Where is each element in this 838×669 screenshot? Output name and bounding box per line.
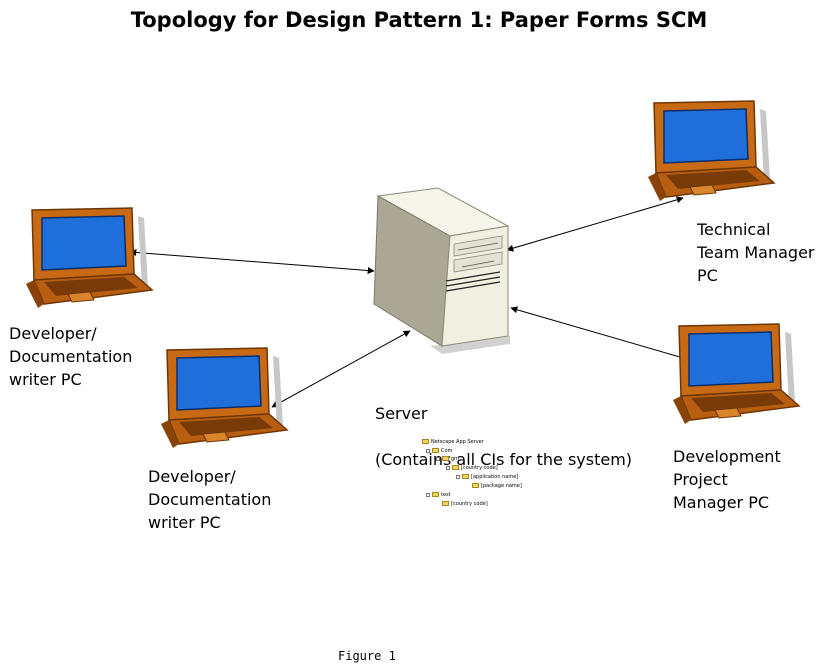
tree-item: [country code] xyxy=(442,500,488,507)
folder-icon xyxy=(462,474,469,479)
figure-caption: Figure 1 xyxy=(338,649,396,663)
folder-icon xyxy=(452,465,459,470)
tree-item: test xyxy=(426,491,451,498)
server-tower-icon xyxy=(373,187,510,354)
label-tech-manager: Technical Team Manager PC xyxy=(697,220,815,285)
expand-icon xyxy=(436,456,440,461)
server-description: (Contains all CIs for the system) xyxy=(375,450,633,469)
tree-item-label: [application name] xyxy=(471,473,519,480)
expand-icon xyxy=(446,465,450,470)
laptop-icon-tech-manager xyxy=(648,100,776,201)
folder-icon xyxy=(432,448,439,453)
label-project-manager: Development Project Manager PC xyxy=(673,447,781,512)
tree-item-label: [country code] xyxy=(451,500,488,507)
tree-item: Netscape App Server xyxy=(422,438,484,445)
tree-item-label: test xyxy=(441,491,451,498)
tree-item-label: [country code] xyxy=(461,464,498,471)
link-tech-manager-server xyxy=(506,196,684,252)
link-project-manager-server xyxy=(510,306,698,364)
tree-item: [application name] xyxy=(456,473,518,480)
laptop-icon-developer-left xyxy=(26,207,154,308)
tree-item-label: gm xyxy=(451,455,460,462)
folder-icon xyxy=(422,439,429,444)
label-server: Server (Contains all CIs for the system) xyxy=(375,379,632,494)
laptop-icon-developer-bottom xyxy=(161,347,289,448)
diagram-title: Topology for Design Pattern 1: Paper For… xyxy=(130,8,708,32)
label-developer-left: Developer/ Documentation writer PC xyxy=(9,324,133,389)
label-developer-bottom: Developer/ Documentation writer PC xyxy=(148,467,272,532)
expand-icon xyxy=(426,448,430,453)
tree-item: gm xyxy=(436,455,459,462)
folder-icon xyxy=(442,501,449,506)
tree-item: Com xyxy=(426,447,452,454)
tree-item-label: Com xyxy=(441,447,453,454)
tree-item: [package name] xyxy=(472,482,522,489)
tree-item-label: [package name] xyxy=(481,482,522,489)
server-title: Server xyxy=(375,404,428,423)
folder-icon xyxy=(442,456,449,461)
laptop-icon-project-manager xyxy=(673,323,801,424)
link-dev-left-server xyxy=(129,248,375,275)
link-dev-bottom-server xyxy=(271,330,411,408)
folder-icon xyxy=(472,483,479,488)
tree-item: [country code] xyxy=(446,464,498,471)
directory-tree: Netscape App Server Com gm [country code… xyxy=(420,436,530,512)
expand-icon xyxy=(426,492,430,497)
folder-icon xyxy=(432,492,439,497)
tree-item-label: Netscape App Server xyxy=(431,438,484,445)
expand-icon xyxy=(456,474,460,479)
